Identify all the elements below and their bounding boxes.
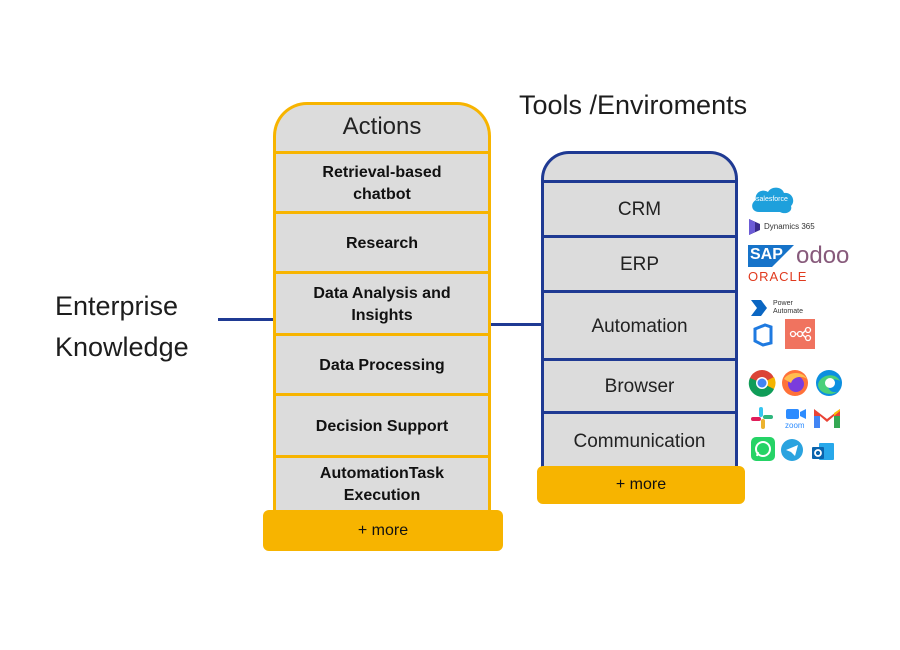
tool-automation: Automation <box>541 290 738 360</box>
action-label-line1: Research <box>345 234 419 252</box>
action-data-analysis: Data Analysis and Insights <box>273 271 491 335</box>
sap-icon <box>748 245 794 267</box>
action-label-line1: Decision Support <box>315 417 449 435</box>
firefox-icon <box>782 370 808 396</box>
salesforce-text: salesforce <box>756 196 788 203</box>
zoom-text: zoom <box>785 421 805 430</box>
zoom-icon <box>786 409 806 419</box>
actions-title: Actions <box>342 113 422 140</box>
action-label-line2: Execution <box>343 487 421 504</box>
tool-communication: Communication <box>541 411 738 469</box>
actions-header <box>273 102 491 154</box>
action-label-line1: Data Processing <box>319 356 445 374</box>
tool-crm: CRM <box>541 180 738 237</box>
power-automate-icon <box>751 300 767 316</box>
oracle-logo: ORACLE <box>748 269 808 284</box>
dynamics-365-text: Dynamics 365 <box>764 222 815 231</box>
tool-browser: Browser <box>541 358 738 413</box>
tools-more-button[interactable]: + more <box>537 466 745 504</box>
telegram-icon <box>781 439 803 461</box>
actions-tools-connector-line <box>490 323 542 326</box>
outlook-icon <box>812 443 834 460</box>
enterprise-knowledge-label: Enterprise Knowledge <box>55 286 189 368</box>
enterprise-knowledge-line1: Enterprise <box>55 291 179 321</box>
sap-text: SAP <box>750 246 783 263</box>
ek-connector-line <box>218 318 274 321</box>
action-label-line2: Insights <box>351 306 413 324</box>
action-retrieval-chatbot: Retrieval-based chatbot <box>273 151 491 213</box>
devops-icon <box>753 323 773 347</box>
odoo-logo: odoo <box>796 242 850 269</box>
action-label-line1: Retrieval-based <box>322 163 442 181</box>
gmail-icon <box>814 409 840 428</box>
edge-icon <box>816 370 842 396</box>
action-research: Research <box>273 211 491 273</box>
tools-title: Tools /Enviroments <box>519 90 748 120</box>
tool-erp: ERP <box>541 235 738 292</box>
enterprise-knowledge-line2: Knowledge <box>55 332 189 362</box>
workflow-tool-icon <box>785 319 815 349</box>
slack-icon <box>751 407 773 429</box>
action-label-line1: Data Analysis and <box>313 284 451 302</box>
action-automation-task: AutomationTask Execution <box>273 455 491 512</box>
power-automate-text-line2: Automate <box>773 308 803 315</box>
whatsapp-icon <box>751 437 775 461</box>
action-label-line2: chatbot <box>353 185 411 203</box>
action-data-processing: Data Processing <box>273 333 491 395</box>
actions-more-button[interactable]: + more <box>263 510 503 551</box>
chrome-icon <box>748 370 776 397</box>
dynamics-365-icon <box>749 219 760 235</box>
action-decision-support: Decision Support <box>273 393 491 457</box>
salesforce-icon <box>752 187 794 214</box>
power-automate-text-line1: Power <box>773 300 793 307</box>
action-label-line1: AutomationTask <box>319 465 445 482</box>
tools-header <box>541 151 738 185</box>
